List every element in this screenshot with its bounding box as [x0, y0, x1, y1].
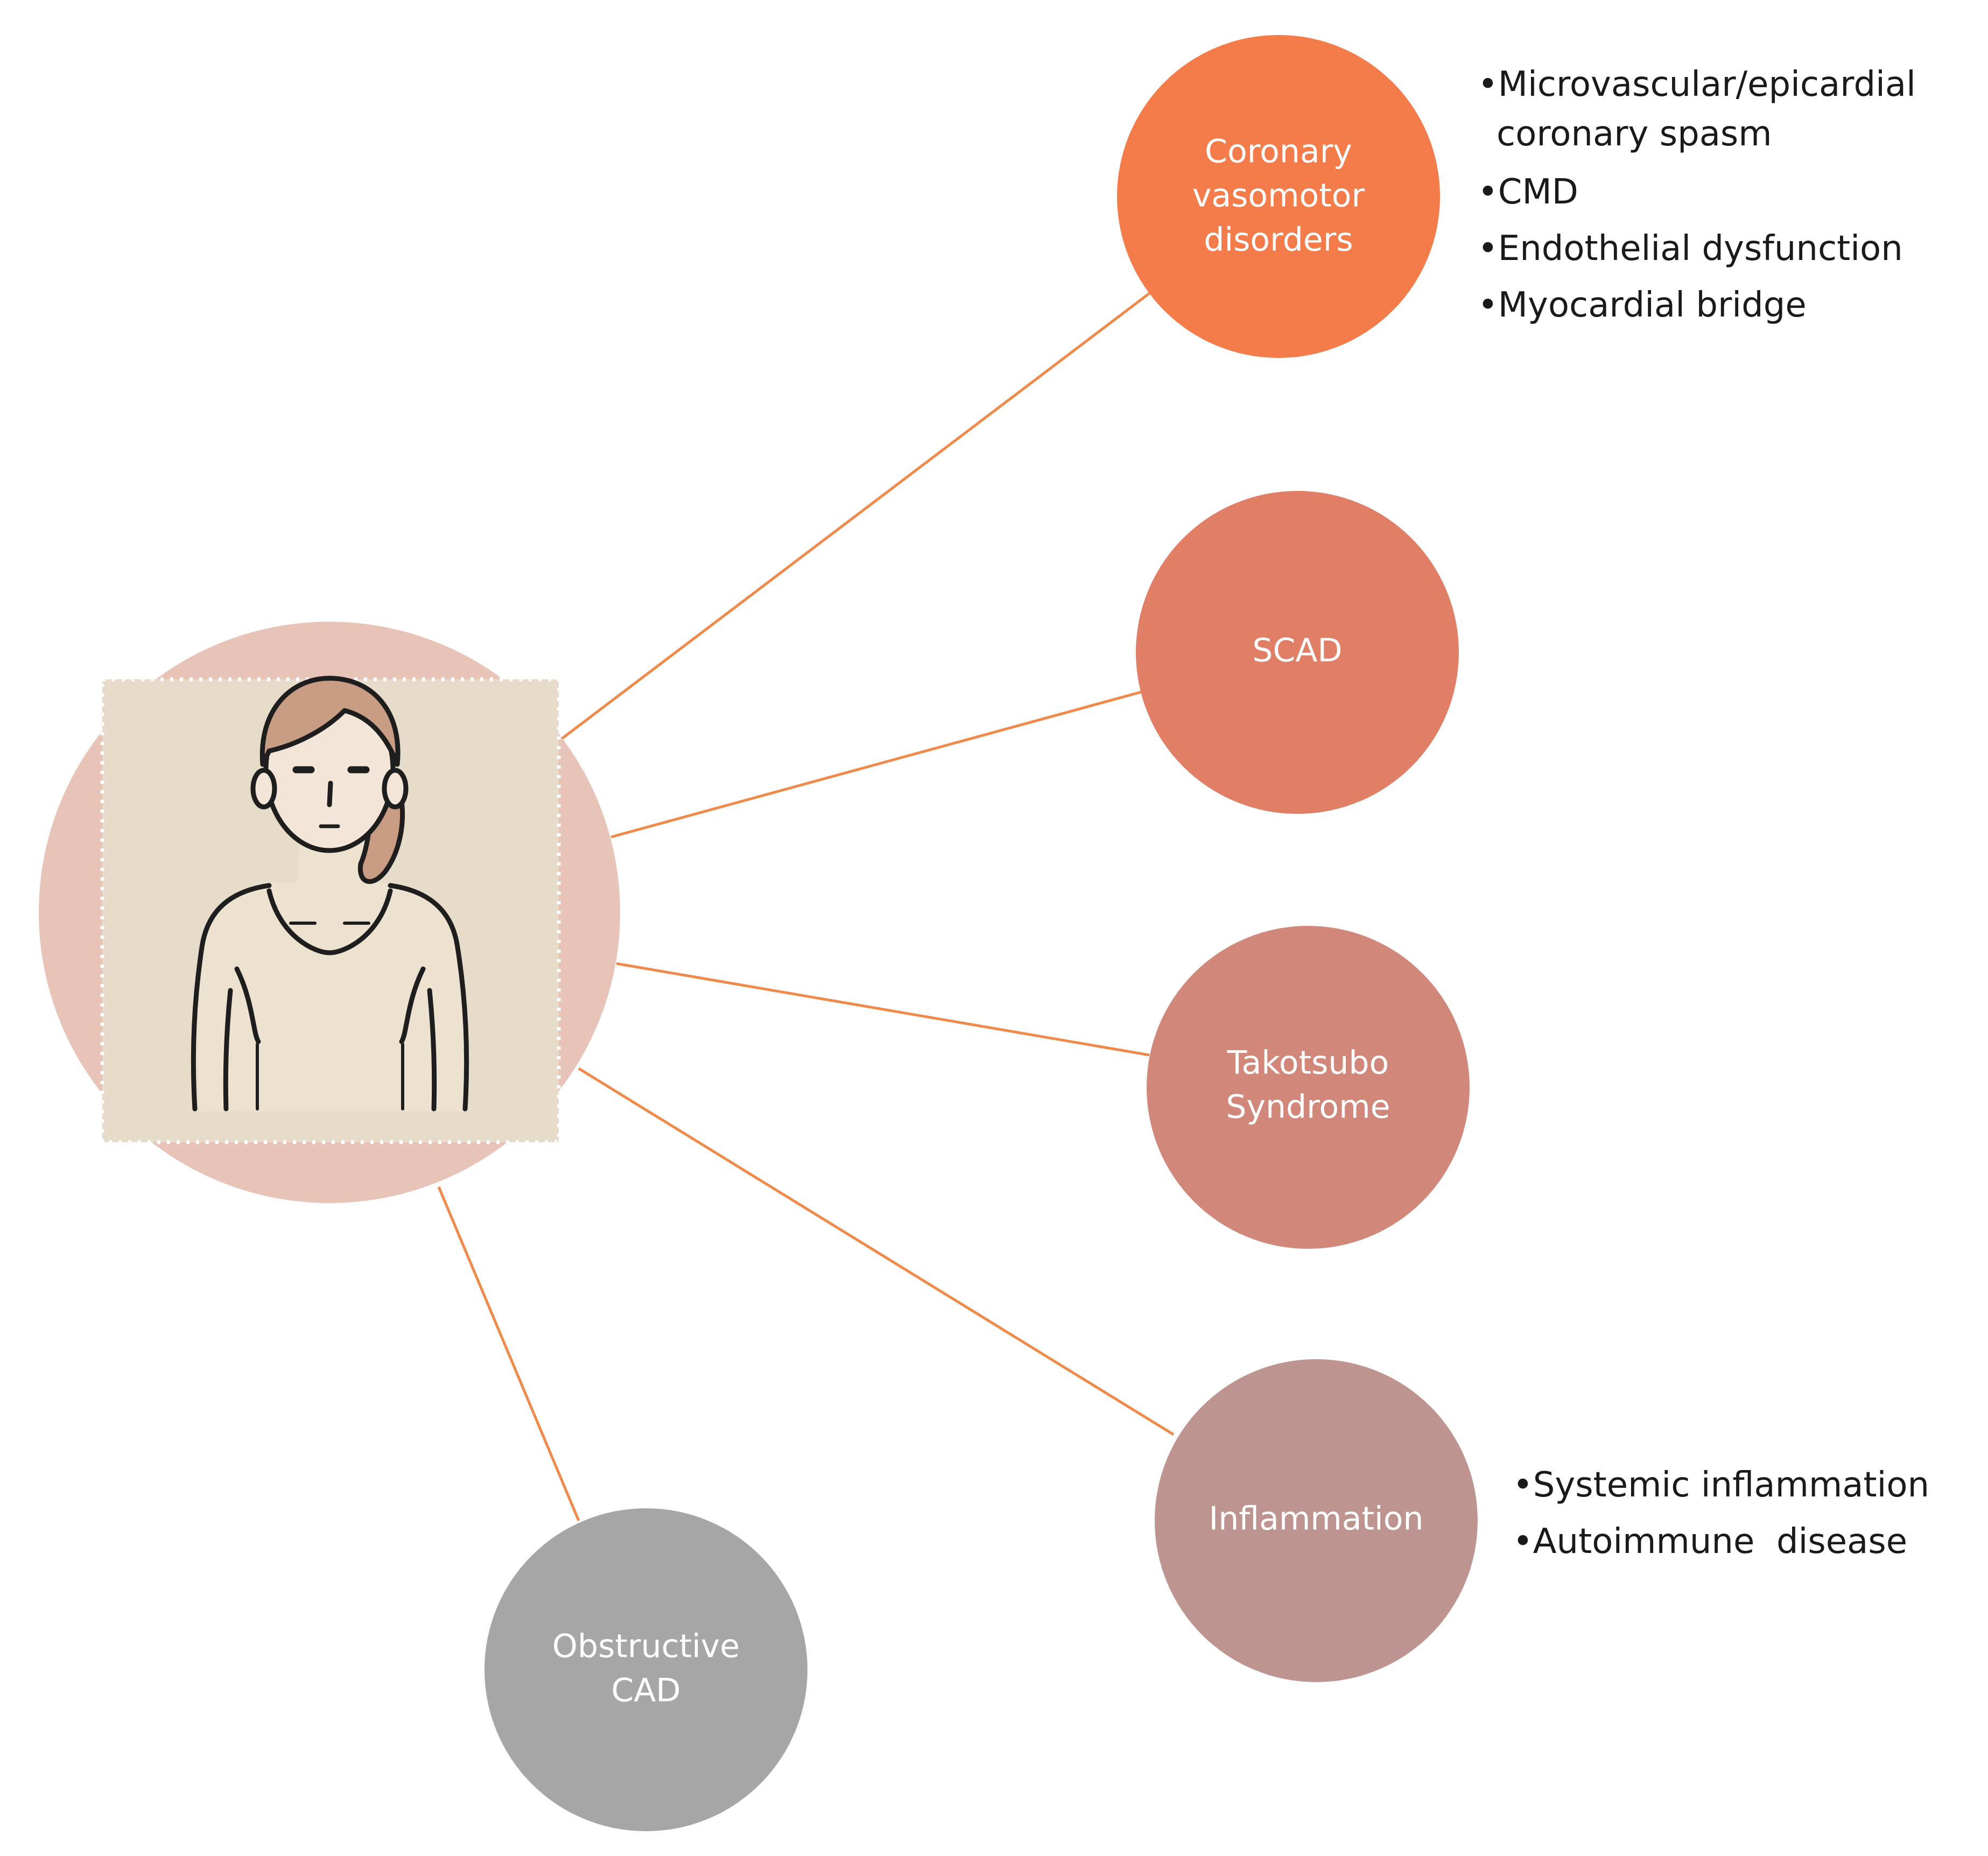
coronary-bullets: •Microvascular/epicardial coronary spasm…	[1478, 65, 1916, 325]
node-scad: SCAD	[1136, 491, 1459, 814]
connector-obstructive	[437, 1186, 580, 1521]
nose	[327, 781, 333, 807]
node-obstructive-label-2: CAD	[611, 1672, 680, 1710]
left-chest	[234, 966, 261, 1044]
neckline	[266, 888, 393, 955]
node-inflammation-label: Inflammation	[1209, 1500, 1424, 1538]
node-inflammation: Inflammation	[1155, 1359, 1478, 1682]
node-coronary-label-3: disorders	[1204, 221, 1353, 259]
coronary-bullet-2: •CMD	[1478, 172, 1578, 212]
node-takotsubo-circle	[1147, 926, 1470, 1249]
woman-figure-icon	[191, 676, 469, 1112]
connector-coronary	[559, 292, 1150, 741]
coronary-bullet-1: •Microvascular/epicardial	[1478, 65, 1916, 104]
torso-shape	[197, 883, 464, 1112]
inflammation-bullet-1: •Systemic inflammation	[1513, 1465, 1929, 1505]
coronary-bullet-1-cont: coronary spasm	[1497, 114, 1772, 154]
node-takotsubo-label-2: Syndrome	[1226, 1088, 1390, 1126]
connectors	[437, 292, 1175, 1521]
inflammation-bullets: •Systemic inflammation •Autoimmune disea…	[1513, 1465, 1929, 1562]
node-obstructive-circle	[484, 1508, 807, 1831]
node-obstructive: Obstructive CAD	[484, 1508, 807, 1831]
node-coronary-label-1: Coronary	[1205, 133, 1352, 171]
connector-takotsubo	[616, 962, 1150, 1057]
right-inner-arm	[427, 988, 437, 1112]
right-chest	[399, 966, 426, 1044]
node-inflammation-circle	[1155, 1359, 1478, 1682]
node-scad-label: SCAD	[1252, 632, 1342, 670]
right-ear	[382, 768, 409, 810]
node-scad-circle	[1136, 491, 1459, 814]
coronary-bullet-4: •Myocardial bridge	[1478, 285, 1807, 325]
left-inner-arm	[223, 988, 233, 1112]
node-coronary: Coronary vasomotor disorders	[1117, 35, 1440, 358]
inflammation-bullet-2: •Autoimmune disease	[1513, 1522, 1907, 1562]
node-coronary-circle	[1117, 35, 1440, 358]
hair	[259, 676, 401, 767]
left-arm	[191, 883, 272, 1112]
portrait-dotted-border	[100, 677, 561, 1144]
node-takotsubo: Takotsubo Syndrome	[1147, 926, 1470, 1249]
center-node	[39, 622, 620, 1203]
left-ear	[250, 768, 277, 810]
node-coronary-label-2: vasomotor	[1192, 177, 1365, 215]
coronary-bullet-3: •Endothelial dysfunction	[1478, 229, 1903, 269]
node-obstructive-label-1: Obstructive	[552, 1628, 740, 1665]
connector-inflammation	[578, 1067, 1175, 1436]
connector-scad	[610, 690, 1143, 839]
node-takotsubo-label-1: Takotsubo	[1227, 1044, 1389, 1082]
right-arm	[388, 883, 469, 1112]
